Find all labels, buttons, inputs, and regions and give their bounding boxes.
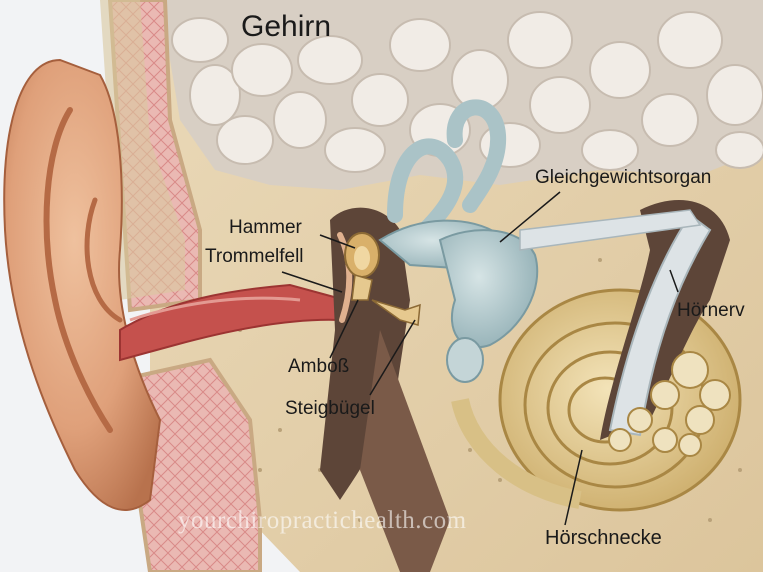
- eustachian-tube: [360, 330, 450, 572]
- ossicles: [344, 232, 421, 326]
- auditory-nerve: [519, 200, 731, 457]
- antihelix-fold: [84, 197, 123, 323]
- label-balance-organ: Gleichgewichtsorgan: [535, 167, 712, 188]
- eardrum: [337, 232, 353, 323]
- label-cochlea: Hörschnecke: [545, 527, 662, 549]
- middle-ear-cavity: [320, 207, 410, 500]
- anvil-bone: [351, 274, 373, 301]
- label-eardrum: Trommelfell: [205, 246, 304, 267]
- watermark: yourchiropractichealth.com: [178, 507, 467, 534]
- label-stirrup: Steigbügel: [285, 398, 375, 419]
- label-hammer: Hammer: [229, 217, 302, 238]
- label-anvil: Amboß: [288, 356, 350, 377]
- label-auditory-nerve: Hörnerv: [677, 300, 745, 321]
- leader-lines: [281, 191, 679, 526]
- outer-ear: [3, 58, 162, 511]
- helix-fold: [43, 107, 113, 433]
- canal-highlight: [129, 296, 301, 322]
- balance-organ: [378, 99, 539, 383]
- stirrup-bone: [371, 299, 421, 326]
- label-brain: Gehirn: [241, 10, 332, 43]
- brain-folds: [171, 11, 763, 173]
